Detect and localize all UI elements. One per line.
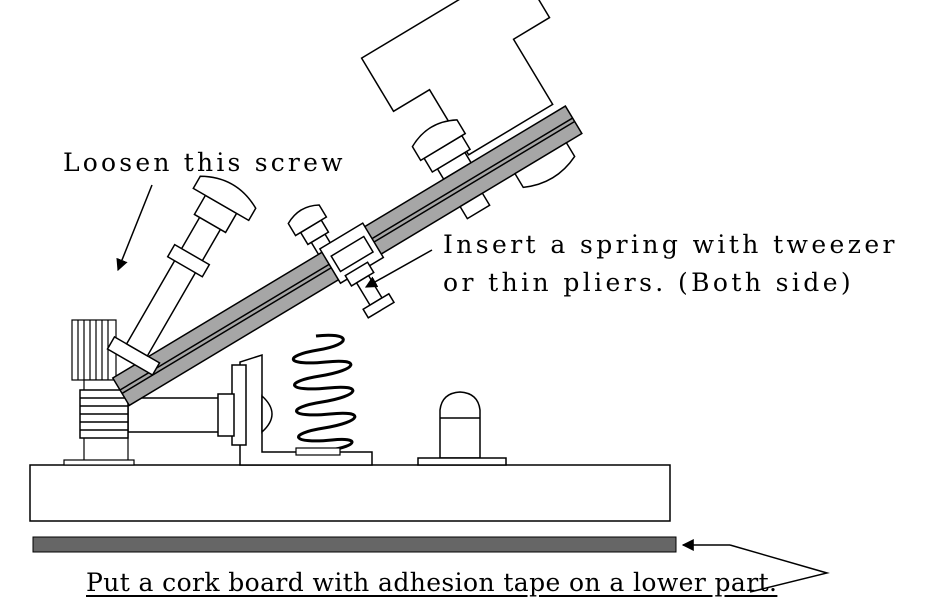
cork-board — [32, 536, 677, 553]
spring-instruction-line1: Insert a spring with tweezer — [443, 230, 898, 259]
spring-instruction-line2: or thin pliers. (Both side) — [443, 268, 855, 297]
thumbscrew-icon — [411, 119, 473, 181]
spring-icon — [292, 333, 357, 452]
cork-leader-line — [729, 544, 830, 593]
spring-arrow-icon — [364, 249, 433, 288]
spring-seat — [295, 447, 341, 456]
contact-post — [417, 391, 507, 466]
knurled-screw-icon — [79, 389, 129, 439]
thumbscrew-icon — [459, 141, 576, 220]
adjust-screw-icon — [106, 175, 257, 377]
lever-assembly — [111, 0, 583, 407]
paddle-handle — [360, 0, 554, 156]
cork-board-label: Put a cork board with adhesion tape on a… — [86, 568, 778, 597]
thumbscrew-icon — [344, 261, 396, 319]
thumbscrew-icon — [287, 204, 334, 256]
base-board — [29, 464, 671, 522]
l-bracket — [231, 353, 373, 466]
pivot-shaft — [127, 393, 273, 437]
loosen-screw-label: Loosen this screw — [63, 148, 346, 177]
screw-arrow-icon — [116, 184, 153, 272]
